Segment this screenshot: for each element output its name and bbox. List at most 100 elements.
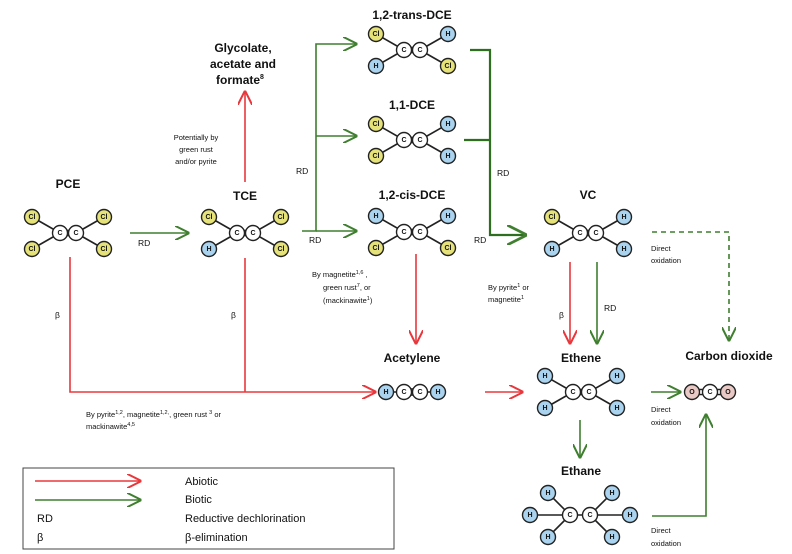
vc-substituent-3-symbol: H bbox=[621, 214, 626, 221]
ethene-substituent-1: H bbox=[536, 367, 554, 385]
vc-substituent-3: H bbox=[615, 208, 633, 226]
beta-label-pce: β bbox=[55, 310, 60, 320]
acetylene-hydrogen-2: H bbox=[429, 383, 447, 401]
cis-dce-substituent-4: Cl bbox=[439, 239, 457, 257]
pce-carbon-2-circle bbox=[67, 224, 85, 242]
pce-substituent-3: Cl bbox=[95, 208, 113, 226]
tce-carbon-1: C bbox=[228, 224, 246, 242]
trans-dce-substituent-2-circle bbox=[367, 57, 385, 75]
ethene-substituent-3: H bbox=[608, 367, 626, 385]
vc-carbon-2: C bbox=[587, 224, 605, 242]
ethene-substituent-4-symbol: H bbox=[614, 405, 619, 412]
ethane-hydrogen-2-circle bbox=[521, 506, 539, 524]
cis-dce-carbon-2-circle bbox=[411, 223, 429, 241]
magnetite-note-line3: (mackinawite1) bbox=[323, 296, 373, 305]
vc-substituent-1: Cl bbox=[543, 208, 561, 226]
pce-carbon-2-symbol: C bbox=[73, 230, 78, 237]
ethene-substituent-2-circle bbox=[536, 399, 554, 417]
beta-label-tce: β bbox=[231, 310, 236, 320]
tce-substituent-4-circle bbox=[272, 240, 290, 258]
direct-oxidation-vc-line1: Direct bbox=[651, 244, 672, 253]
trans-dce-substituent-4-circle bbox=[439, 57, 457, 75]
acetylene-hydrogen-2-symbol: H bbox=[435, 389, 440, 396]
cis-dce-label: 1,2-cis-DCE bbox=[379, 188, 446, 202]
acetylene-carbon-2-circle bbox=[411, 383, 429, 401]
trans-dce-substituent-4: Cl bbox=[439, 57, 457, 75]
ethane-hydrogen-5-symbol: H bbox=[627, 512, 632, 519]
tce-substituent-2: H bbox=[200, 240, 218, 258]
pce-substituent-3-symbol: Cl bbox=[101, 214, 108, 221]
trans-dce-substituent-2: H bbox=[367, 57, 385, 75]
ethane-hydrogen-6-circle bbox=[603, 528, 621, 546]
acetylene-hydrogen-1-circle bbox=[377, 383, 395, 401]
arrow-tce-trans-dce bbox=[302, 44, 356, 232]
trans-dce-label: 1,2-trans-DCE bbox=[372, 8, 451, 22]
dce11-label: 1,1-DCE bbox=[389, 98, 435, 112]
acetylene-carbon-2: C bbox=[411, 383, 429, 401]
magnetite-note-line2: green rust7, or bbox=[323, 283, 371, 292]
ethene-carbon-1: C bbox=[564, 383, 582, 401]
cis-dce-substituent-3: H bbox=[439, 207, 457, 225]
ethane-hydrogen-4-symbol: H bbox=[609, 490, 614, 497]
dce11-substituent-3-circle bbox=[439, 115, 457, 133]
green-rust-note-line1: Potentially by bbox=[174, 133, 219, 142]
arrow-vc-co2-dashed bbox=[652, 231, 729, 340]
acetylene-carbon-1: C bbox=[395, 383, 413, 401]
ethene-substituent-1-symbol: H bbox=[542, 373, 547, 380]
dce11-substituent-2: Cl bbox=[367, 147, 385, 165]
cis-dce-substituent-1: H bbox=[367, 207, 385, 225]
ethene-substituent-1-circle bbox=[536, 367, 554, 385]
legend-beta-desc: β-elimination bbox=[185, 532, 248, 544]
pce-substituent-1: Cl bbox=[23, 208, 41, 226]
vc-substituent-4-circle bbox=[615, 240, 633, 258]
dce11-substituent-1: Cl bbox=[367, 115, 385, 133]
direct-oxidation-vc-line2: oxidation bbox=[651, 256, 681, 265]
ethene-substituent-2-symbol: H bbox=[542, 405, 547, 412]
cis-dce-substituent-3-circle bbox=[439, 207, 457, 225]
ethane-hydrogen-3: H bbox=[539, 528, 557, 546]
co2-oxygen-2-circle bbox=[719, 383, 737, 401]
rd-label-vc-ethene: RD bbox=[604, 303, 616, 313]
tce-label: TCE bbox=[233, 189, 257, 203]
dce11-substituent-4: H bbox=[439, 147, 457, 165]
legend-rd-desc: Reductive dechlorination bbox=[185, 513, 305, 525]
dce11-substituent-4-symbol: H bbox=[445, 153, 450, 160]
cis-dce-substituent-1-symbol: H bbox=[373, 213, 378, 220]
ethane-hydrogen-3-symbol: H bbox=[545, 534, 550, 541]
glycolate-label-line1: Glycolate, bbox=[214, 41, 271, 55]
vc-carbon-1-symbol: C bbox=[577, 230, 582, 237]
ethene-carbon-2-circle bbox=[580, 383, 598, 401]
cis-dce-carbon-2: C bbox=[411, 223, 429, 241]
pce-substituent-1-symbol: Cl bbox=[29, 214, 36, 221]
trans-dce-carbon-2-symbol: C bbox=[417, 47, 422, 54]
bottom-note-line1: By pyrite1,2, magnetite1,2,, green rust … bbox=[86, 410, 221, 419]
legend: Abiotic Biotic RD Reductive dechlorinati… bbox=[22, 467, 395, 550]
tce-substituent-3-circle bbox=[272, 208, 290, 226]
vc-substituent-2-symbol: H bbox=[549, 246, 554, 253]
dce11-carbon-1-circle bbox=[395, 131, 413, 149]
ethane-hydrogen-2: H bbox=[521, 506, 539, 524]
dce11-carbon-2-circle bbox=[411, 131, 429, 149]
tce-carbon-2-symbol: C bbox=[250, 230, 255, 237]
rd-label-dce-vc-lower: RD bbox=[474, 235, 486, 245]
ethene-substituent-2: H bbox=[536, 399, 554, 417]
pyrite-note-line2: magnetite1 bbox=[488, 295, 524, 304]
tce-substituent-4-symbol: Cl bbox=[278, 246, 285, 253]
acetylene-carbon-1-symbol: C bbox=[401, 389, 406, 396]
trans-dce-substituent-4-symbol: Cl bbox=[445, 63, 452, 70]
direct-oxidation-ethane-line2: oxidation bbox=[651, 539, 681, 548]
ethene-carbon-2-symbol: C bbox=[586, 389, 591, 396]
ethane-hydrogen-5: H bbox=[621, 506, 639, 524]
vc-substituent-4-symbol: H bbox=[621, 246, 626, 253]
dce11-substituent-2-symbol: Cl bbox=[373, 153, 380, 160]
ethane-hydrogen-1-symbol: H bbox=[545, 490, 550, 497]
